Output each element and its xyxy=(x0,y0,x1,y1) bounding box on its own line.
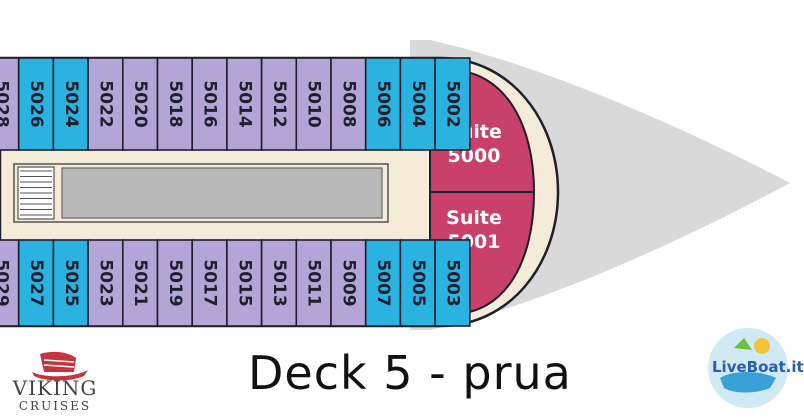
cabin-label-5004: 5004 xyxy=(408,80,428,127)
cabin-label-5021: 5021 xyxy=(130,259,150,306)
stair-steps xyxy=(20,170,52,216)
cabin-5013[interactable] xyxy=(260,239,298,327)
cabin-label-5017: 5017 xyxy=(200,259,220,306)
cabin-label-5011: 5011 xyxy=(304,259,324,306)
cabin-5008[interactable] xyxy=(330,57,367,151)
brand-name: VIKING xyxy=(12,376,98,400)
cabin-label-5007: 5007 xyxy=(373,259,393,306)
central-structure xyxy=(13,163,389,223)
brand-subtitle: CRUISES xyxy=(18,399,92,413)
cabin-label-5012: 5012 xyxy=(269,80,289,127)
cabin-5006[interactable] xyxy=(364,57,402,151)
cabin-label-5003: 5003 xyxy=(442,259,462,306)
cabin-label-5013: 5013 xyxy=(269,259,289,306)
cabin-5018[interactable] xyxy=(156,57,194,151)
lower-cabin-row: 5029 5027 5025 5023 5021 5019 5017 5015 5013 5011… xyxy=(0,239,471,327)
cabin-label-5008: 5008 xyxy=(338,80,358,127)
liveboat-logo-icon xyxy=(708,328,788,408)
cabin-label-5022: 5022 xyxy=(95,80,115,127)
suite-5001-label-line1: Suite xyxy=(446,207,502,229)
cabin-label-5016: 5016 xyxy=(200,80,220,127)
cabin-5019[interactable] xyxy=(156,239,194,327)
cabin-label-5014: 5014 xyxy=(234,80,254,127)
upper-cabin-row: 5028 5026 5024 5022 5020 5018 5016 5014 5012 5010… xyxy=(0,57,471,151)
cabin-label-5025: 5025 xyxy=(61,259,81,306)
cabin-label-5006: 5006 xyxy=(373,80,393,127)
cabin-label-5015: 5015 xyxy=(234,259,254,306)
cabin-label-5029: 5029 xyxy=(0,259,11,306)
cabin-label-5020: 5020 xyxy=(130,80,150,127)
cabin-5026[interactable] xyxy=(17,57,55,151)
cabin-5023[interactable] xyxy=(87,239,124,327)
cabin-label-5002: 5002 xyxy=(442,80,462,127)
cabin-label-5009: 5009 xyxy=(338,259,358,306)
cabin-label-5027: 5027 xyxy=(26,259,46,306)
cabin-5022[interactable] xyxy=(87,57,124,151)
liveboat-brand-text: LiveBoat.it xyxy=(712,358,804,376)
cabin-label-5010: 5010 xyxy=(304,80,324,127)
deck-title: Deck 5 - prua xyxy=(248,346,572,400)
cabin-5017[interactable] xyxy=(191,239,228,327)
elevator-shaft xyxy=(61,167,383,219)
cabin-label-5028: 5028 xyxy=(0,80,11,127)
cabin-5011[interactable] xyxy=(295,239,332,327)
cabin-label-5024: 5024 xyxy=(61,80,81,127)
cabin-5002[interactable] xyxy=(434,57,471,151)
cabin-5024[interactable] xyxy=(52,57,89,151)
cabin-label-5023: 5023 xyxy=(95,259,115,306)
viking-ship-icon xyxy=(32,351,88,381)
cabin-5003[interactable] xyxy=(434,239,471,327)
cabin-label-5018: 5018 xyxy=(165,80,185,127)
cabin-5009[interactable] xyxy=(330,239,367,327)
cabin-label-5019: 5019 xyxy=(165,259,185,306)
cabin-5015[interactable] xyxy=(226,239,263,327)
cabin-label-5005: 5005 xyxy=(408,259,428,306)
cabin-5020[interactable] xyxy=(122,57,159,151)
central-frame xyxy=(13,163,389,223)
cabin-5004[interactable] xyxy=(399,57,436,151)
cabin-label-5026: 5026 xyxy=(26,80,46,127)
cabin-5025[interactable] xyxy=(52,239,89,327)
